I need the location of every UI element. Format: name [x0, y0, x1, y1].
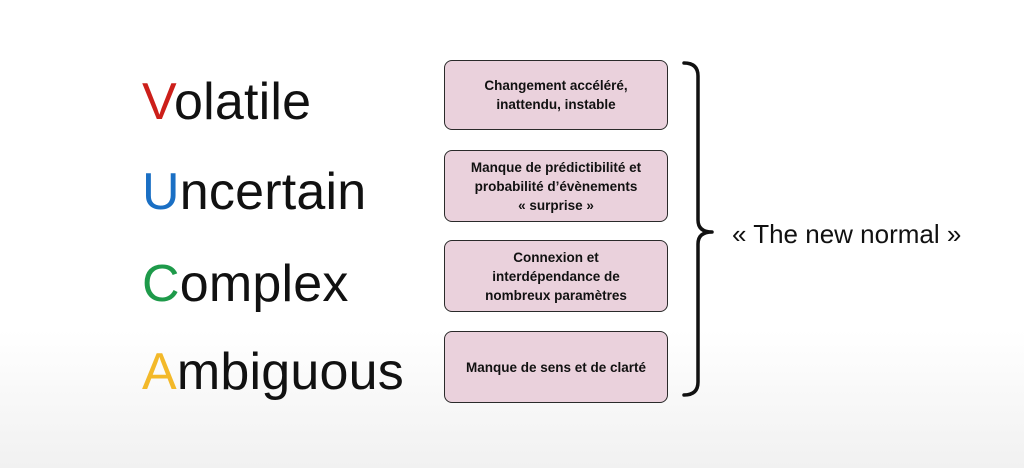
- definition-text: Changement accéléré, inattendu, instable: [484, 76, 627, 114]
- definition-line: nombreux paramètres: [485, 287, 627, 303]
- word-complex-rest: omplex: [179, 255, 349, 313]
- word-ambiguous-rest: mbiguous: [176, 343, 404, 401]
- word-complex: Complex: [142, 254, 349, 314]
- bracket-path: [682, 61, 714, 397]
- definition-box-ambiguous: Manque de sens et de clarté: [444, 331, 668, 403]
- definition-text: Connexion et interdépendance de nombreux…: [485, 248, 627, 305]
- definition-box-complex: Connexion et interdépendance de nombreux…: [444, 240, 668, 312]
- definition-text: Manque de sens et de clarté: [466, 358, 646, 377]
- definition-text: Manque de prédictibilité et probabilité …: [471, 158, 641, 215]
- word-uncertain-initial: U: [142, 163, 180, 221]
- word-volatile-rest: olatile: [174, 73, 312, 131]
- definition-line: « surprise »: [518, 197, 594, 213]
- definition-line: Connexion et: [513, 249, 599, 265]
- curly-bracket: [682, 61, 714, 397]
- word-ambiguous-initial: A: [142, 343, 177, 401]
- word-complex-initial: C: [142, 255, 180, 313]
- word-volatile-initial: V: [142, 73, 175, 131]
- word-uncertain-rest: ncertain: [179, 163, 367, 221]
- word-volatile: Volatile: [142, 72, 311, 132]
- definition-line: inattendu, instable: [496, 97, 616, 112]
- definition-line: interdépendance de: [492, 268, 620, 284]
- new-normal-caption: « The new normal »: [732, 219, 962, 249]
- definition-line: Manque de prédictibilité et: [470, 159, 642, 175]
- definition-box-volatile: Changement accéléré, inattendu, instable: [444, 60, 668, 130]
- word-uncertain: Uncertain: [142, 162, 366, 222]
- definition-line: Manque de sens et de clarté: [465, 359, 647, 375]
- definition-box-uncertain: Manque de prédictibilité et probabilité …: [444, 150, 668, 222]
- definition-line: probabilité d’évènements: [474, 178, 638, 194]
- word-ambiguous: Ambiguous: [142, 342, 404, 402]
- definition-line: Changement accéléré,: [484, 78, 628, 93]
